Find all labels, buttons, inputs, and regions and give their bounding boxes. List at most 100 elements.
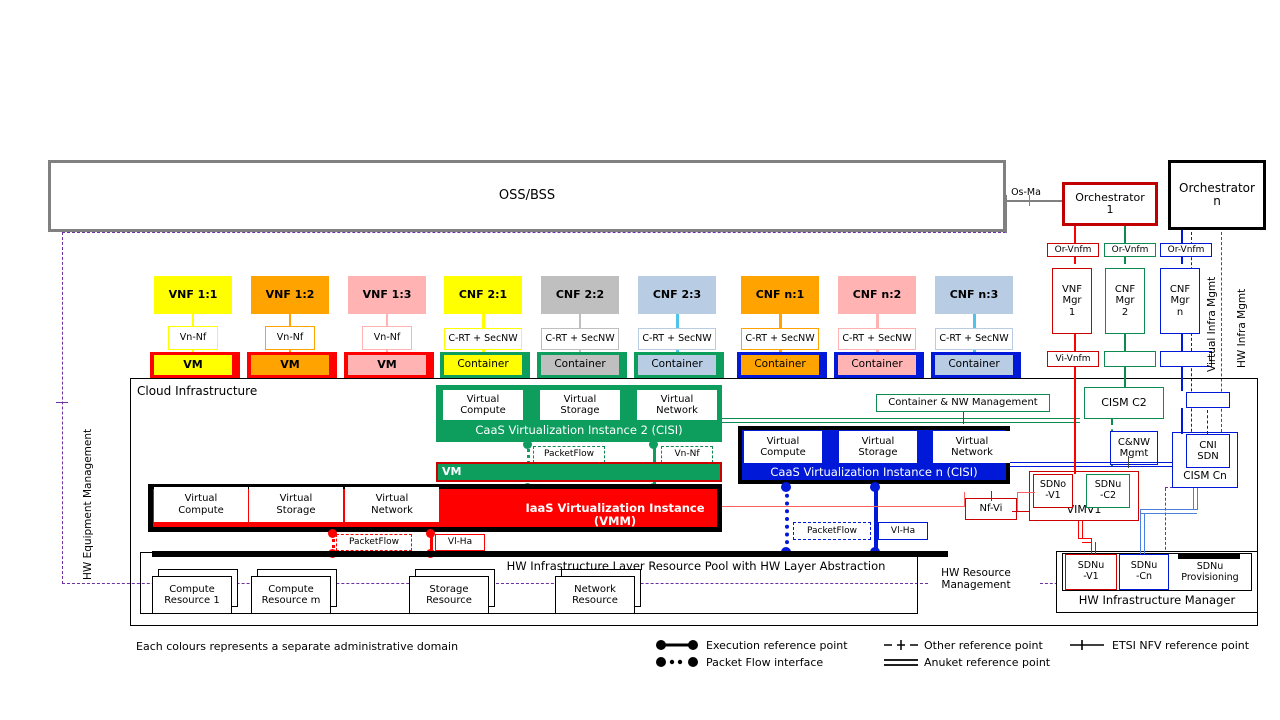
vimv1-left-stub [1012,511,1030,512]
compute-resource-1[interactable]: Compute Resource 1 [152,576,232,614]
container-n-1-box[interactable]: Container [741,355,819,375]
cnf-2-2-box[interactable]: CNF 2:2 [541,276,619,314]
caas2-virtual-storage[interactable]: Virtual Storage [540,390,620,420]
c-rt-secnw-ref-1: C-RT + SecNW [444,328,522,350]
legend-packetflow-glyph [656,657,698,667]
container-2-1-box[interactable]: Container [444,355,522,375]
cnf-n-1-box[interactable]: CNF n:1 [741,276,819,314]
caas2-label: CaaS Virtualization Instance 2 (CISI) [475,422,683,437]
container-nw-management-box[interactable]: Container & NW Management [876,394,1050,412]
virtual-infra-mgmt-dash-line [1191,232,1192,462]
container-n-3-box[interactable]: Container [935,355,1013,375]
caasn-anuket-line-a [1010,462,1172,463]
iaas-packetflow-dot-top [328,529,337,538]
caasn-vlha-dot-top [870,482,880,492]
caas2-virtual-compute[interactable]: Virtual Compute [443,390,523,420]
caasn-virtual-storage[interactable]: Virtual Storage [839,431,917,463]
vm-strip-green[interactable] [436,462,722,482]
c-rt-secnw-ref-n1: C-RT + SecNW [741,328,819,350]
cismcn-to-cnfmgrn-line [1181,367,1183,391]
sdnu-provisioning-box[interactable]: SDNu Provisioning [1181,561,1239,583]
cismcn-to-sdnucn-b [1197,488,1198,510]
vimv1-to-sdnuv1-line-b [1082,521,1083,539]
iaas-vlha-dot-top [426,529,435,538]
nfvi-to-vimv1-line [1017,492,1035,493]
caasn-packetflow-ref: PacketFlow [793,522,871,540]
vn-nf-ref-2: Vn-Nf [265,326,315,350]
oss-bss-box[interactable]: OSS/BSS [48,160,1006,232]
sdnu-cn-box[interactable]: SDNu -Cn [1119,554,1169,590]
sdnu-provisioning-bar [1178,553,1240,559]
hw-equipment-domain-left-line [62,232,63,584]
or-vnfm-ref-1: Or-Vnfm [1047,243,1099,257]
caas2-packetflow-dot-top [523,440,532,449]
network-resource[interactable]: Network Resource [555,576,635,614]
cnf-mgr-n-box[interactable]: CNF Mgr n [1160,268,1200,334]
vi-cism-ref-2 [1104,351,1156,367]
iaas-virtual-compute[interactable]: Virtual Compute [154,487,248,522]
vn-nf-ref-1: Vn-Nf [168,326,218,350]
cloud-infrastructure-label: Cloud Infrastructure [137,384,258,399]
orchestrator-n-box[interactable]: Orchestrator n [1168,160,1266,230]
cnf-2-3-box[interactable]: CNF 2:3 [638,276,716,314]
vnf-1-3-box[interactable]: VNF 1:3 [348,276,426,314]
cnf-n-3-box[interactable]: CNF n:3 [935,276,1013,314]
vm-1-2-box[interactable]: VM [251,355,329,375]
vi-vnfm-ref: Vi-Vnfm [1047,351,1099,367]
orchestrator-n-label: Orchestrator [1179,180,1255,195]
cismcn-to-sdnucn-h-b [1140,513,1197,514]
orchestrator-1-box[interactable]: Orchestrator 1 [1062,182,1158,226]
iaas-virtual-network[interactable]: Virtual Network [345,487,439,522]
sdnu-c2-box[interactable]: SDNu -C2 [1086,474,1130,508]
orchestrator-n-index: n [1213,194,1221,208]
storage-resource[interactable]: Storage Resource [409,576,489,614]
caas2-virtual-network[interactable]: Virtual Network [637,390,717,420]
vn-nf-ref-3: Vn-Nf [362,326,412,350]
vnf-1-2-box[interactable]: VNF 1:2 [251,276,329,314]
iaas-to-nfvi-line-up [964,492,965,507]
iaas-virtual-storage[interactable]: Virtual Storage [249,487,343,522]
c-rt-secnw-ref-3: C-RT + SecNW [638,328,716,350]
vm-1-1-box[interactable]: VM [154,355,232,375]
c-rt-secnw-ref-n2: C-RT + SecNW [838,328,916,350]
legend-packetflow-label: Packet Flow interface [706,655,824,669]
caasn-virtual-network[interactable]: Virtual Network [933,431,1011,463]
hw-resource-management-label: HW Resource Management [941,567,1011,591]
vi-cism-ref-n [1160,351,1212,367]
container-2-2-box[interactable]: Container [541,355,619,375]
legend-other-label: Other reference point [924,638,1043,652]
contnw-anuket-line-a [722,418,1080,419]
vnf-mgr-1-box[interactable]: VNF Mgr 1 [1052,268,1092,334]
container-n-2-box[interactable]: Container [838,355,916,375]
legend-anuket-label: Anuket reference point [924,655,1051,669]
cism-c2-box[interactable]: CISM C2 [1084,387,1164,419]
iaas-label: IaaS Virtualization Instance (VMM) [525,501,705,528]
hw-equipment-domain-bottom-line [62,583,928,584]
legend-other-glyph [884,640,918,650]
compute-resource-m[interactable]: Compute Resource m [251,576,331,614]
vm-1-3-box[interactable]: VM [348,355,426,375]
caas2-packetflow-ref: PacketFlow [533,446,605,463]
vnf-1-1-box[interactable]: VNF 1:1 [154,276,232,314]
hw-equipment-domain-top-line [62,232,1006,233]
nf-vi-ref-box: Nf-Vi [965,498,1017,520]
iaas-to-nfvi-line-h [722,506,965,507]
sdnuv1-up-a [1091,538,1092,554]
sdnu-v1-box[interactable]: SDNu -V1 [1065,554,1117,590]
container-2-3-box[interactable]: Container [638,355,716,375]
virtual-infra-mgmt-label: Virtual Infra Mgmt [1206,276,1218,372]
cnf-2-1-box[interactable]: CNF 2:1 [444,276,522,314]
cnw-mgmt-box[interactable]: C&NW Mgmt [1110,431,1158,465]
hw-equipment-management-label: HW Equipment Management [82,428,94,580]
contnw-anuket-tick [963,412,964,424]
hw-equipment-tick [56,402,68,403]
sdno-v1-box[interactable]: SDNo -V1 [1033,474,1073,508]
diagram-caption: Each colours represents a separate admin… [136,639,459,653]
hw-resource-pool-label: HW Infrastructure Layer Resource Pool wi… [506,558,886,573]
cloud-infrastructure-container [130,378,1258,626]
cni-sdn-box[interactable]: CNI SDN [1186,434,1230,468]
caasn-virtual-compute[interactable]: Virtual Compute [744,431,822,463]
cnf-n-2-box[interactable]: CNF n:2 [838,276,916,314]
vnfmgr1-down-line [1074,334,1076,358]
cnf-mgr-2-box[interactable]: CNF Mgr 2 [1105,268,1145,334]
